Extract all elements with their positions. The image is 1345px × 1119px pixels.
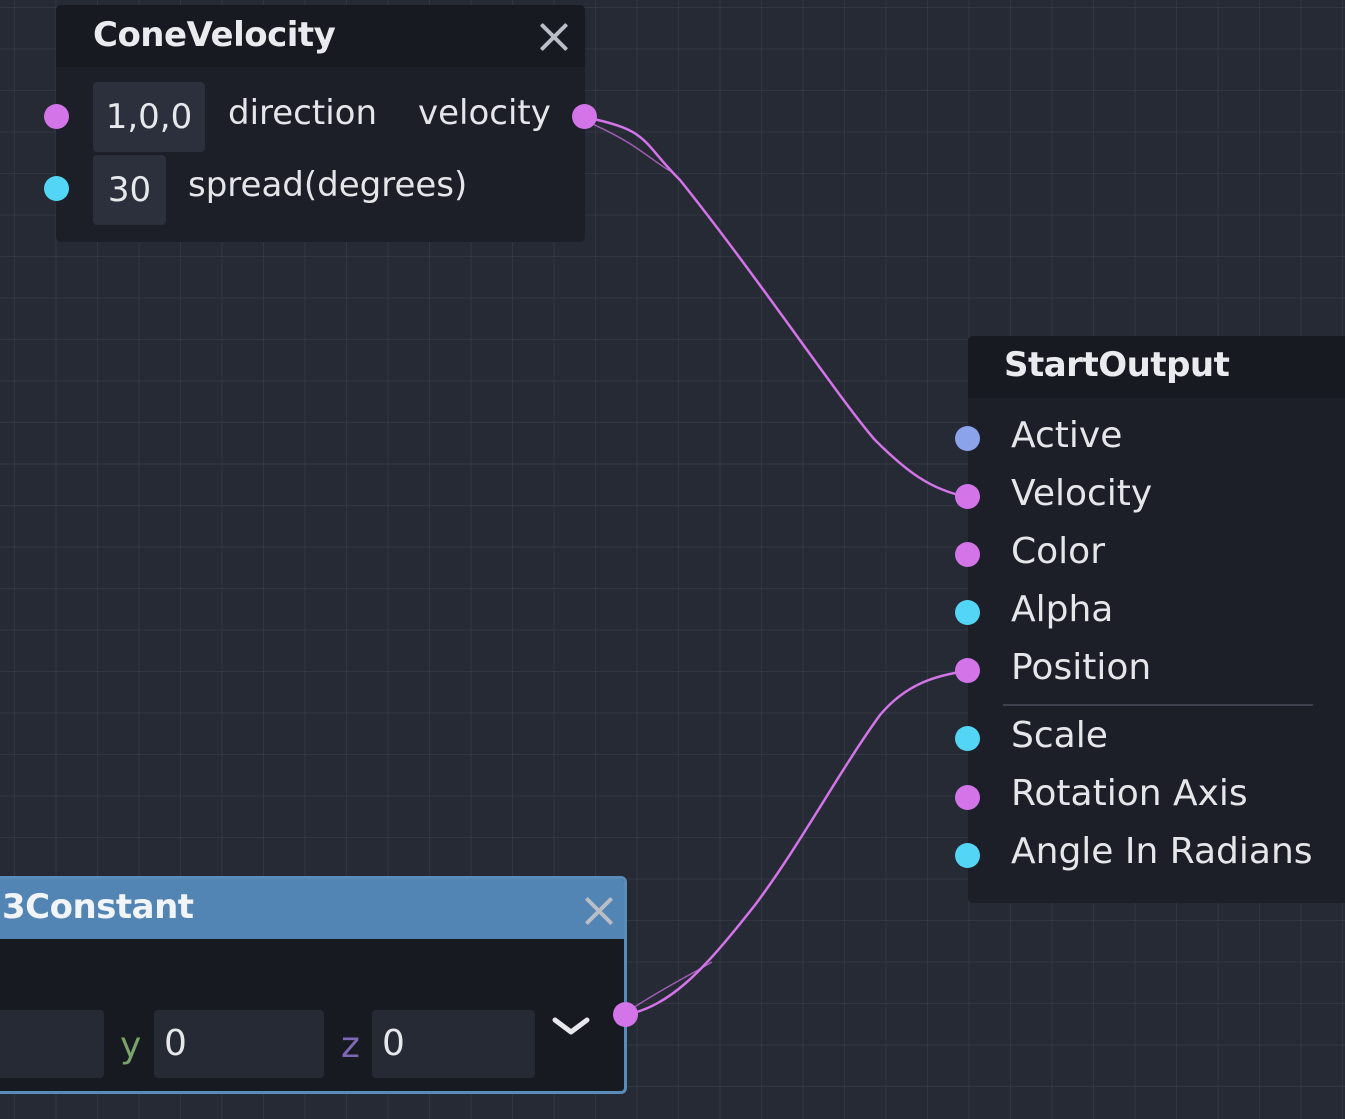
direction-value-input[interactable]: 1,0,0 bbox=[93, 82, 205, 152]
close-icon[interactable] bbox=[537, 19, 571, 53]
node-header[interactable]: 3Constant bbox=[0, 879, 624, 939]
velocity-output-label: velocity bbox=[418, 93, 551, 133]
wire-velocity-shadow bbox=[587, 121, 673, 173]
x-field-input[interactable] bbox=[0, 1010, 104, 1078]
node-header[interactable]: ConeVelocity bbox=[56, 5, 585, 67]
active-input-port[interactable] bbox=[955, 426, 980, 451]
direction-input-port[interactable] bbox=[44, 104, 69, 129]
velocity-input-port[interactable] bbox=[955, 484, 980, 509]
rotation-axis-input-label: Rotation Axis bbox=[1011, 773, 1248, 814]
start-output-node[interactable]: StartOutput Active Velocity Color Alpha … bbox=[968, 336, 1345, 903]
color-input-port[interactable] bbox=[955, 542, 980, 567]
spread-label: spread(degrees) bbox=[188, 165, 468, 205]
color-input-label: Color bbox=[1011, 531, 1105, 572]
y-axis-label: y bbox=[120, 1025, 142, 1066]
position-input-label: Position bbox=[1011, 647, 1152, 688]
vector3-constant-node[interactable]: 3Constant y 0 z 0 bbox=[0, 876, 627, 1094]
node-title: StartOutput bbox=[1004, 345, 1230, 385]
rotation-axis-input-port[interactable] bbox=[955, 785, 980, 810]
section-divider bbox=[1003, 704, 1313, 706]
node-title: ConeVelocity bbox=[93, 15, 336, 55]
node-header[interactable]: StartOutput bbox=[968, 336, 1345, 398]
y-field-input[interactable]: 0 bbox=[154, 1010, 324, 1078]
wire-velocity[interactable] bbox=[583, 115, 969, 499]
angle-input-port[interactable] bbox=[955, 843, 980, 868]
scale-input-label: Scale bbox=[1011, 715, 1108, 756]
angle-input-label: Angle In Radians bbox=[1011, 831, 1313, 872]
scale-input-port[interactable] bbox=[955, 726, 980, 751]
z-field-input[interactable]: 0 bbox=[372, 1010, 535, 1078]
wire-position[interactable] bbox=[625, 669, 969, 1017]
node-title: 3Constant bbox=[2, 887, 194, 927]
velocity-input-label: Velocity bbox=[1011, 473, 1153, 514]
close-icon[interactable] bbox=[582, 893, 616, 927]
cone-velocity-node[interactable]: ConeVelocity 1,0,0 direction velocity 30… bbox=[56, 5, 585, 242]
alpha-input-port[interactable] bbox=[955, 600, 980, 625]
active-input-label: Active bbox=[1011, 415, 1123, 456]
vector3-output-port[interactable] bbox=[613, 1002, 638, 1027]
velocity-output-port[interactable] bbox=[572, 104, 597, 129]
alpha-input-label: Alpha bbox=[1011, 589, 1114, 630]
spread-value-input[interactable]: 30 bbox=[93, 155, 166, 225]
position-input-port[interactable] bbox=[955, 658, 980, 683]
spread-input-port[interactable] bbox=[44, 176, 69, 201]
z-axis-label: z bbox=[341, 1025, 360, 1066]
direction-label: direction bbox=[228, 93, 377, 133]
wire-position-shadow bbox=[629, 961, 713, 1011]
chevron-down-icon[interactable] bbox=[551, 1012, 591, 1040]
